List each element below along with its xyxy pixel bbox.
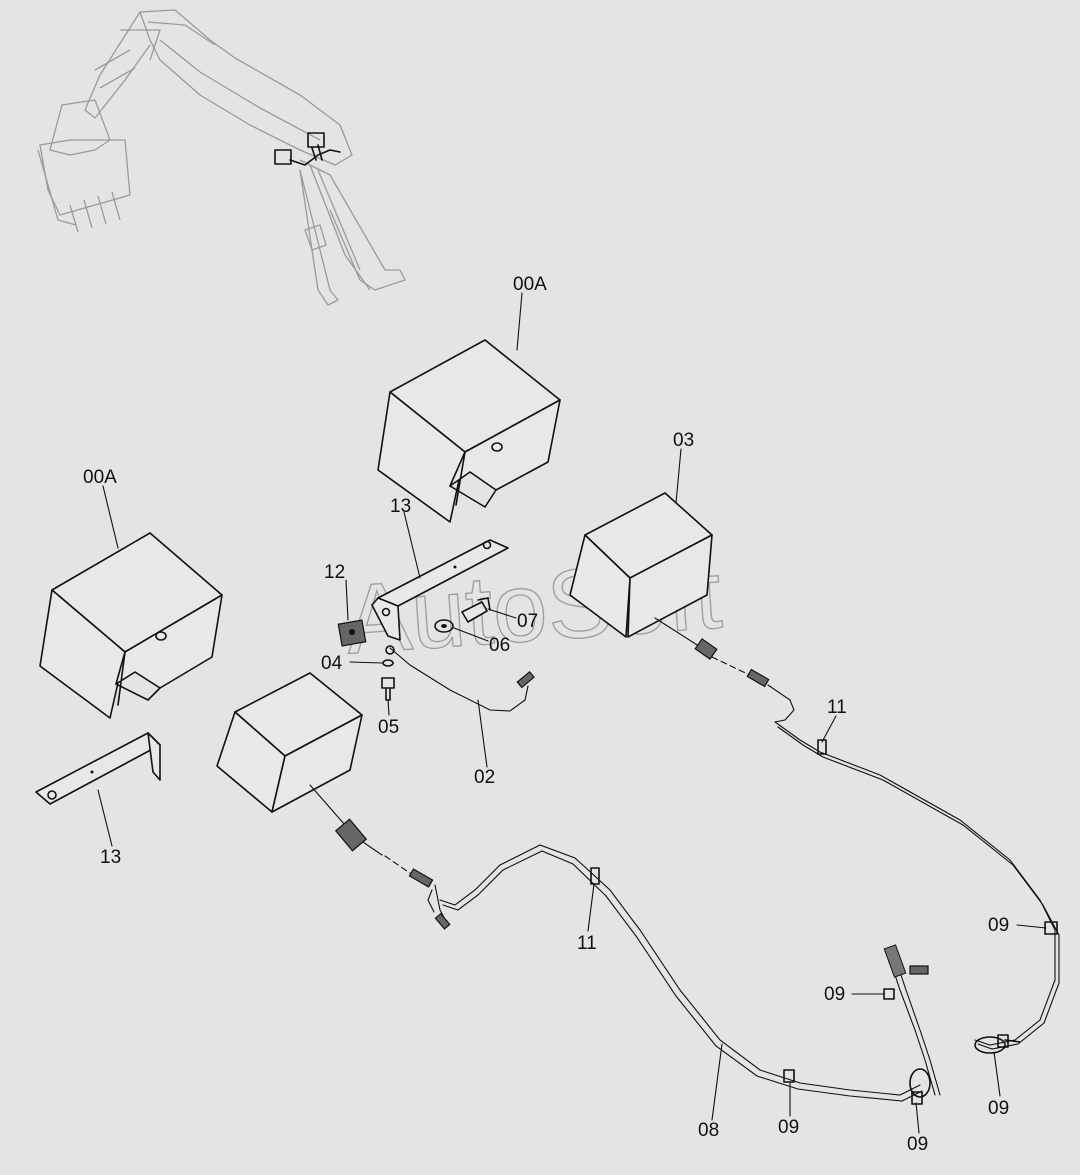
callout-harness-short: 02 [474,767,495,788]
callout-bracket-lower: 13 [100,847,121,868]
harness-short [385,645,535,712]
sensor-lower [216,672,434,888]
harness-right [774,721,1060,1054]
callout-cover-upper: 00A [513,274,547,295]
clamp-c [783,1069,795,1083]
callout-clamp-b: 09 [824,984,845,1005]
callout-clamp-c: 09 [778,1117,799,1138]
callout-clip-upper: 11 [827,697,847,718]
callout-cover-left: 00A [83,467,117,488]
clip-lower [590,867,600,885]
bracket-upper [371,539,509,641]
cover-left [39,532,223,719]
callout-clamp-d: 09 [907,1134,928,1155]
sensor-upper [569,492,795,723]
callout-washer-small: 04 [321,653,343,674]
callout-screw: 05 [378,717,399,738]
callout-clip-lower: 11 [577,933,597,954]
callout-sensor-upper: 03 [673,430,694,451]
callout-bracket-upper: 13 [390,496,411,517]
bolt-part [461,601,488,623]
sensor-position-a [274,149,292,165]
callout-harness-long: 08 [698,1120,719,1141]
callout-nut: 12 [324,562,345,583]
harness-long [427,844,941,1102]
callout-bolt: 07 [517,611,538,632]
leader-lines [97,292,1047,1134]
large-washer-part [434,619,454,633]
clamp-b [883,988,895,1000]
callout-washer-large: 06 [489,635,510,656]
screw-part [381,677,395,701]
callout-clamp-e: 09 [988,1098,1009,1119]
callout-clamp-a: 09 [988,915,1009,936]
cover-upper [377,339,561,523]
clip-upper [817,739,827,755]
small-washer-part [382,659,394,667]
clamp-e [997,1034,1009,1048]
clamp-d [911,1091,923,1105]
excavator-boom-reference [37,9,406,306]
sensor-position-b [307,132,325,148]
bracket-lower [35,732,161,805]
